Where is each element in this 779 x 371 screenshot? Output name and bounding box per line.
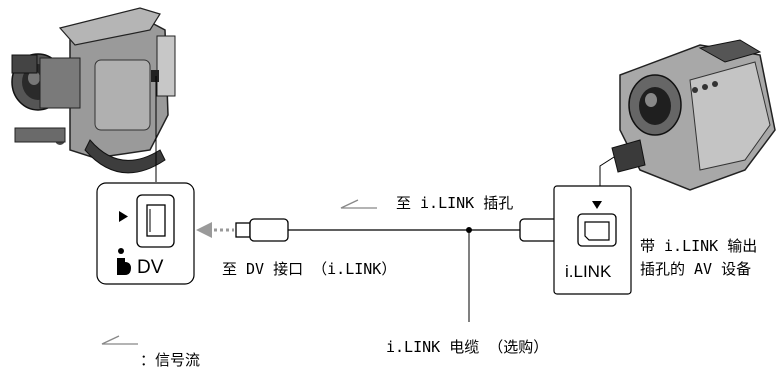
- right-ilink-connector: [577, 213, 617, 247]
- right-port-arrow-marker: [592, 201, 602, 209]
- to-dv-interface-label: 至 DV 接口 （i.LINK）: [222, 260, 397, 278]
- left-dv-connector: [136, 194, 175, 248]
- right-camcorder-illustration: [611, 39, 776, 191]
- legend-signal-flow-label: ：信号流: [140, 351, 201, 369]
- left-port-dv-label: DV: [137, 257, 164, 278]
- signal-flow-arrow-icon: [340, 199, 377, 209]
- av-device-label-line2: 插孔的 AV 设备: [640, 260, 752, 278]
- left-camcorder-illustration: [11, 7, 176, 174]
- left-port-arrow-marker: [119, 211, 128, 222]
- to-ilink-jack-label: 至 i.LINK 插孔: [396, 194, 514, 212]
- cable-label: i.LINK 电缆 （选购）: [386, 338, 549, 356]
- left-dotted-arrow: [196, 222, 234, 238]
- av-device-label-line1: 带 i.LINK 输出: [640, 237, 758, 255]
- legend-signal-flow-icon: [101, 335, 138, 345]
- right-port-ilink-label: i.LINK: [565, 262, 612, 281]
- ilink-logo-icon: [117, 248, 131, 275]
